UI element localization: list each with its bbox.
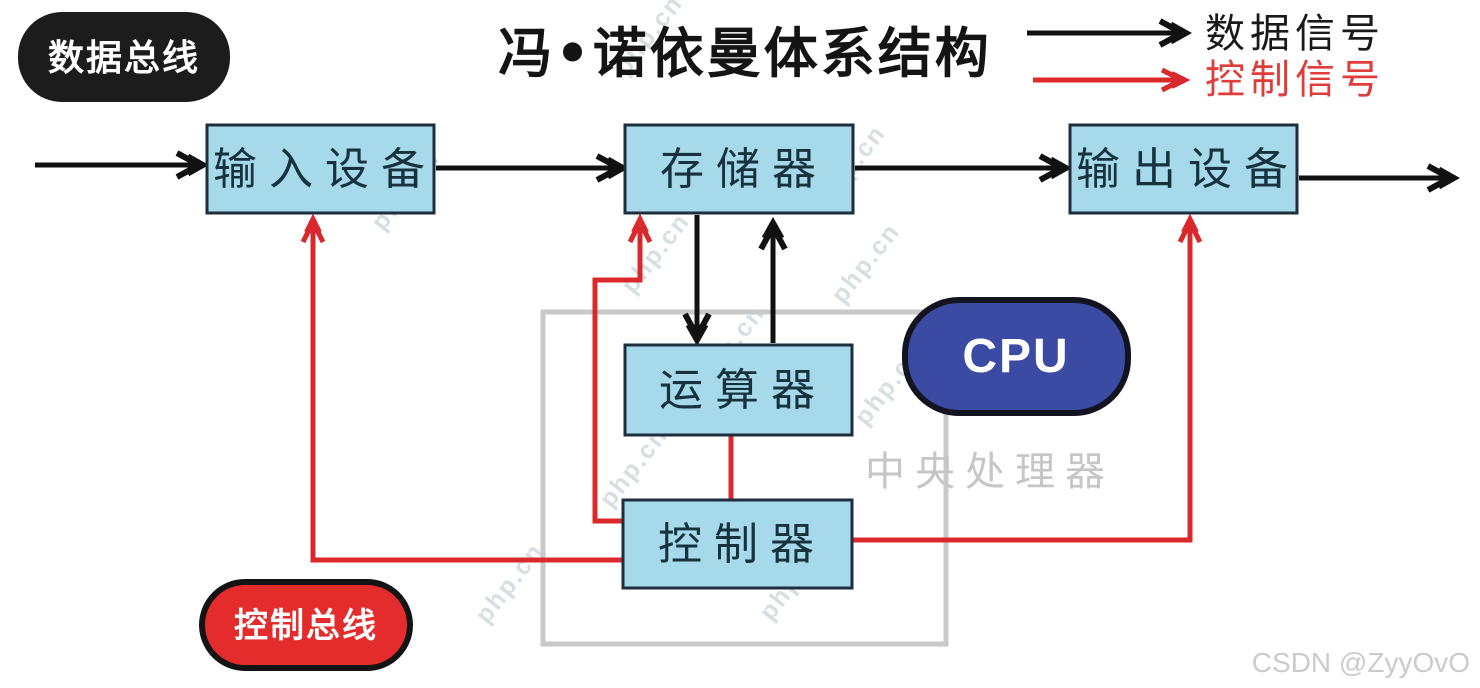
node-memory: 存储器	[623, 123, 855, 215]
control-bus-label: 控制总线	[234, 607, 378, 645]
output-device-box	[1068, 123, 1299, 215]
node-control-unit: 控制器	[621, 498, 854, 590]
cpu-pill	[902, 297, 1131, 416]
control-unit-label: 控制器	[658, 519, 826, 570]
arrow-control-to-output	[852, 213, 1203, 543]
alu-box	[623, 343, 854, 437]
control-unit-box	[621, 498, 854, 590]
legend-data-signal-label: 数据信号	[1205, 11, 1385, 57]
credit-text: CSDN @ZyyOvO	[1252, 647, 1470, 678]
control-signal-lines	[300, 213, 1203, 563]
watermark: php.cn	[616, 207, 696, 298]
legend: 数据信号 控制信号	[1027, 11, 1385, 103]
control-bus-badge: 控制总线	[199, 579, 413, 671]
output-device-label: 输出设备	[1076, 144, 1300, 195]
data-bus-badge: 数据总线	[18, 12, 230, 102]
cpu-label: CPU	[962, 330, 1069, 383]
component-nodes: 输入设备 存储器 输出设备 运算器 控制器	[205, 123, 1300, 590]
legend-control-signal-label: 控制信号	[1205, 57, 1385, 103]
cpu-badge: CPU	[902, 297, 1131, 416]
data-bus-pill	[18, 12, 230, 102]
input-device-label: 输入设备	[213, 144, 437, 195]
node-input-device: 输入设备	[205, 123, 437, 215]
cpu-group-label: 中央处理器	[865, 449, 1115, 495]
memory-box	[623, 123, 855, 215]
watermark: php.cn	[826, 217, 906, 308]
cpu-group-box	[540, 309, 949, 647]
watermark: php.cn	[470, 537, 550, 628]
node-alu: 运算器	[623, 343, 854, 437]
alu-label: 运算器	[659, 365, 827, 416]
memory-label: 存储器	[660, 144, 828, 195]
page-title: 冯•诺依曼体系结构	[498, 21, 992, 85]
arrow-control-to-input	[300, 213, 623, 563]
arrow-control-to-memory	[592, 213, 653, 524]
data-signal-lines	[35, 165, 1448, 343]
data-bus-label: 数据总线	[48, 37, 200, 78]
node-output-device: 输出设备	[1068, 123, 1300, 215]
control-bus-pill	[199, 579, 413, 671]
input-device-box	[205, 123, 436, 215]
badges: 数据总线 控制总线 CPU	[18, 12, 1131, 671]
